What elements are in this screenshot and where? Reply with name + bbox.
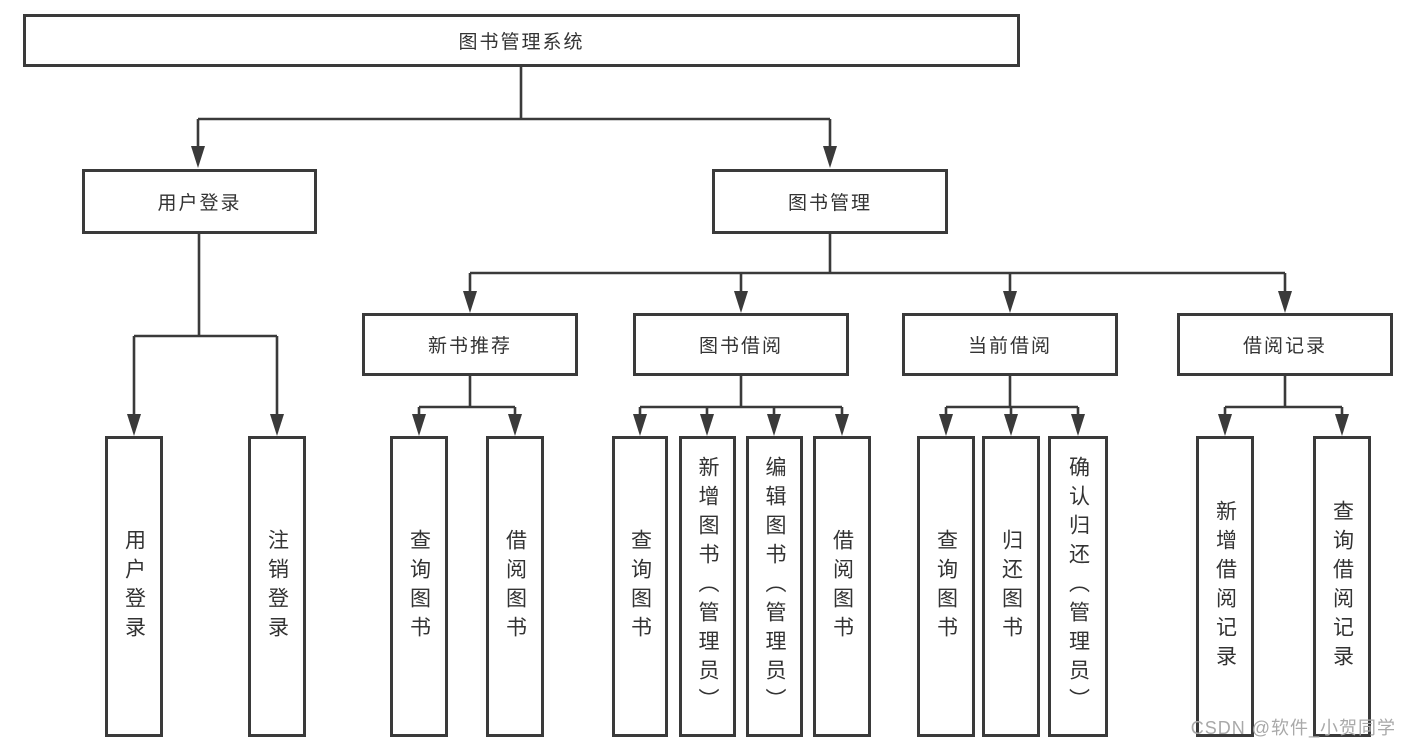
node-book-management-label: 图书管理 [787, 193, 872, 214]
leaf-borrow-query-books: 查询图书 [612, 436, 668, 737]
node-new-book-recommend-label: 新书推荐 [427, 336, 512, 357]
leaf-borrow-edit-books-admin: 编辑图书（管理员） [746, 436, 803, 737]
leaf-records-add-record-label: 新增借阅记录 [1213, 499, 1237, 674]
node-root: 图书管理系统 [23, 14, 1020, 67]
leaf-current-query-books: 查询图书 [917, 436, 975, 737]
leaf-newbook-borrow-books-label: 借阅图书 [503, 528, 527, 645]
node-book-borrowing-label: 图书借阅 [698, 336, 783, 357]
watermark: CSDN @软件_小贺同学 [1190, 718, 1396, 738]
node-borrow-records: 借阅记录 [1177, 313, 1393, 376]
leaf-current-return-books-label: 归还图书 [999, 528, 1023, 645]
leaf-newbook-query-books-label: 查询图书 [407, 528, 431, 645]
node-new-book-recommend: 新书推荐 [362, 313, 578, 376]
node-book-management: 图书管理 [712, 169, 948, 234]
leaf-newbook-query-books: 查询图书 [390, 436, 448, 737]
leaf-records-query-record: 查询借阅记录 [1313, 436, 1371, 737]
leaf-borrow-borrow-books: 借阅图书 [813, 436, 871, 737]
leaf-borrow-query-books-label: 查询图书 [628, 528, 652, 645]
leaf-current-confirm-return-admin-label: 确认归还（管理员） [1066, 456, 1090, 717]
leaf-borrow-add-books-admin-label: 新增图书（管理员） [696, 456, 719, 717]
leaf-current-query-books-label: 查询图书 [934, 528, 958, 645]
leaf-newbook-borrow-books: 借阅图书 [486, 436, 544, 737]
leaf-borrow-add-books-admin: 新增图书（管理员） [679, 436, 736, 737]
leaf-logout-login: 注销登录 [248, 436, 306, 737]
leaf-borrow-edit-books-admin-label: 编辑图书（管理员） [763, 456, 786, 717]
leaf-logout-login-label: 注销登录 [265, 528, 289, 645]
node-user-login: 用户登录 [82, 169, 317, 234]
node-book-borrowing: 图书借阅 [633, 313, 849, 376]
node-borrow-records-label: 借阅记录 [1242, 336, 1327, 357]
node-current-borrowing: 当前借阅 [902, 313, 1118, 376]
leaf-user-login-label: 用户登录 [122, 528, 146, 645]
leaf-current-confirm-return-admin: 确认归还（管理员） [1048, 436, 1108, 737]
leaf-user-login: 用户登录 [105, 436, 163, 737]
node-root-label: 图书管理系统 [458, 32, 585, 53]
node-user-login-label: 用户登录 [157, 193, 242, 214]
node-current-borrowing-label: 当前借阅 [967, 336, 1052, 357]
leaf-current-return-books: 归还图书 [982, 436, 1040, 737]
leaf-borrow-borrow-books-label: 借阅图书 [830, 528, 854, 645]
leaf-records-query-record-label: 查询借阅记录 [1330, 499, 1354, 674]
leaf-records-add-record: 新增借阅记录 [1196, 436, 1254, 737]
